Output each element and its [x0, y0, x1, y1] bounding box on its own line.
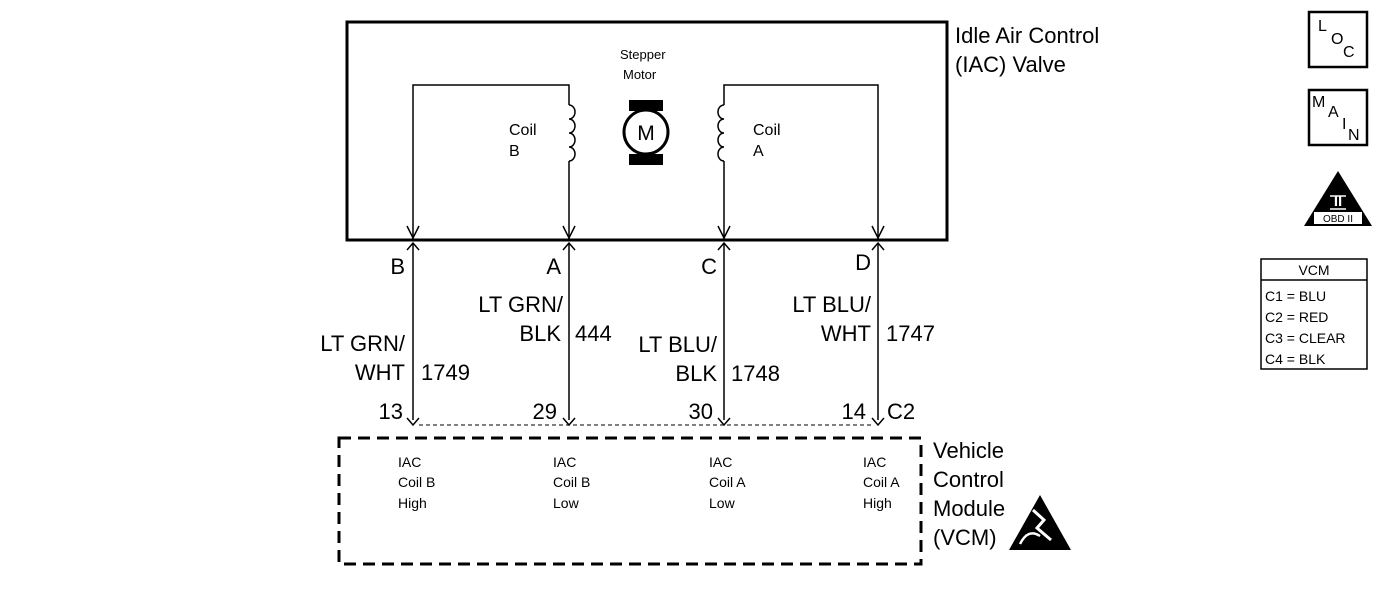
- coil-a-icon: [717, 104, 725, 162]
- svg-text:Low: Low: [553, 495, 580, 511]
- stepper-motor-icon: M: [622, 100, 670, 165]
- vcm-input-coil-b-high: IAC Coil B High: [398, 454, 435, 511]
- pin-label-c: C: [701, 254, 717, 279]
- wire-a-color-line1: LT GRN/: [478, 292, 564, 317]
- vcm-input-coil-a-high: IAC Coil A High: [863, 454, 900, 511]
- vcm-pin-13: 13: [379, 399, 403, 424]
- svg-text:IAC: IAC: [553, 454, 576, 470]
- wire-c-color-line1: LT BLU/: [638, 332, 718, 357]
- wire-d-circuit-number: 1747: [886, 321, 935, 346]
- vcm-connector-legend: VCM C1 = BLU C2 = RED C3 = CLEAR C4 = BL…: [1260, 258, 1368, 370]
- legend-title: VCM: [1298, 262, 1329, 278]
- wire-c-color-line2: BLK: [675, 361, 717, 386]
- vcm-pin-30: 30: [689, 399, 713, 424]
- wire-b-color-line2: WHT: [355, 360, 405, 385]
- loc-icon: L O C: [1307, 10, 1369, 69]
- pin-label-d: D: [855, 250, 871, 275]
- vcm-pin-14: 14: [842, 399, 866, 424]
- iac-valve-title-line2: (IAC) Valve: [955, 52, 1066, 77]
- connector-c2-label: C2: [887, 399, 915, 424]
- wire-a-color-line2: BLK: [519, 321, 561, 346]
- vcm-input-coil-a-low: IAC Coil A Low: [709, 454, 746, 511]
- svg-text:Coil A: Coil A: [709, 474, 746, 490]
- harness-wires: [412, 243, 879, 420]
- svg-text:Coil B: Coil B: [398, 474, 435, 490]
- stepper-motor-label-line2: Motor: [623, 67, 657, 82]
- coil-a-label-line1: Coil: [753, 122, 781, 139]
- terminal-arrowheads-inner: [406, 225, 885, 240]
- vcm-title-line3: Module: [933, 496, 1005, 521]
- svg-text:N: N: [1348, 127, 1360, 144]
- svg-text:Low: Low: [709, 495, 736, 511]
- svg-text:A: A: [1328, 104, 1339, 121]
- vcm-title-line2: Control: [933, 467, 1004, 492]
- coil-a-label-line2: A: [753, 143, 764, 160]
- vcm-title-line1: Vehicle: [933, 438, 1004, 463]
- svg-text:IAC: IAC: [709, 454, 732, 470]
- esd-warning-icon: [1009, 495, 1071, 550]
- svg-text:High: High: [863, 495, 892, 511]
- svg-text:L: L: [1318, 18, 1327, 35]
- wire-d-color-line1: LT BLU/: [792, 292, 872, 317]
- svg-text:IAC: IAC: [398, 454, 421, 470]
- wire-c-circuit-number: 1748: [731, 361, 780, 386]
- vcm-pin-29: 29: [533, 399, 557, 424]
- vcm-module-box: [337, 436, 923, 566]
- wire-d-color-line2: WHT: [821, 321, 871, 346]
- obd-ii-icon: II OBD II: [1304, 171, 1372, 226]
- svg-text:II: II: [1334, 193, 1342, 210]
- coil-b-label-line1: Coil: [509, 122, 537, 139]
- iac-valve-title-line1: Idle Air Control: [955, 23, 1099, 48]
- svg-text:O: O: [1331, 31, 1343, 48]
- wire-b-color-line1: LT GRN/: [320, 331, 406, 356]
- legend-row: C2 = RED: [1265, 309, 1328, 325]
- iac-connector-chevrons: [406, 241, 885, 251]
- legend-row: C4 = BLK: [1265, 351, 1326, 367]
- vcm-title-line4: (VCM): [933, 525, 997, 550]
- svg-text:IAC: IAC: [863, 454, 886, 470]
- svg-text:Coil B: Coil B: [553, 474, 590, 490]
- motor-symbol: M: [637, 122, 655, 145]
- coil-b-icon: [568, 104, 576, 162]
- stepper-motor-label-line1: Stepper: [620, 47, 666, 62]
- legend-row: C3 = CLEAR: [1265, 330, 1346, 346]
- legend-row: C1 = BLU: [1265, 288, 1326, 304]
- main-icon: M A I N: [1307, 88, 1369, 147]
- pin-label-a: A: [546, 254, 561, 279]
- svg-text:OBD II: OBD II: [1323, 214, 1353, 225]
- coil-b-label-line2: B: [509, 143, 520, 160]
- svg-text:Coil A: Coil A: [863, 474, 900, 490]
- iac-valve-box: [345, 20, 949, 242]
- svg-text:M: M: [1312, 94, 1325, 111]
- svg-text:I: I: [1342, 116, 1346, 133]
- svg-text:C: C: [1343, 44, 1355, 61]
- coil-a-winding-right-wire: [723, 84, 879, 240]
- vcm-input-coil-b-low: IAC Coil B Low: [553, 454, 590, 511]
- svg-text:High: High: [398, 495, 427, 511]
- wire-b-circuit-number: 1749: [421, 360, 470, 385]
- pin-label-b: B: [390, 254, 405, 279]
- wire-a-circuit-number: 444: [575, 321, 612, 346]
- vcm-connector-chevrons: [406, 417, 885, 427]
- coil-b-winding-left-wire: [412, 84, 570, 240]
